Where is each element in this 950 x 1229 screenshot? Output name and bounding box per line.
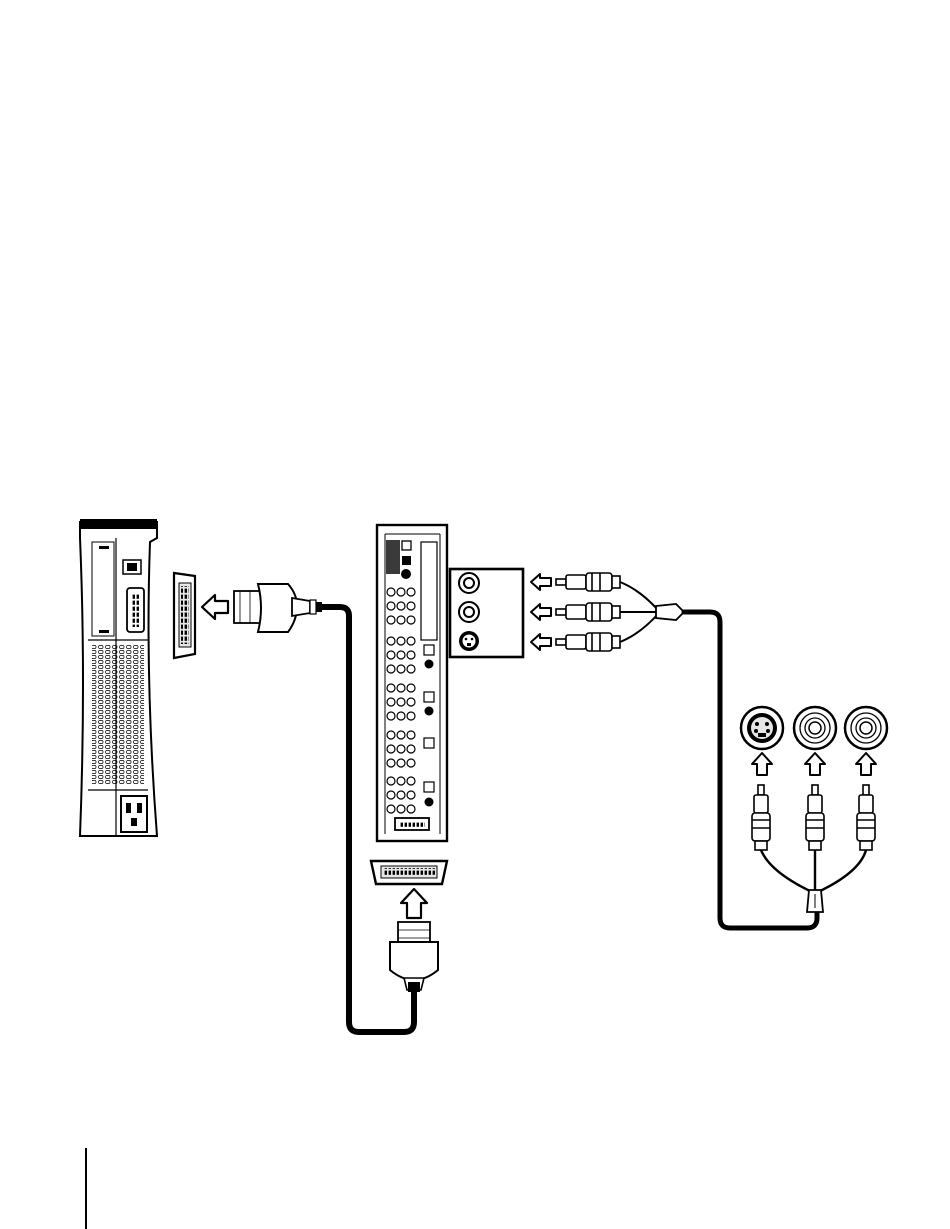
rca-plug-icon (752, 785, 770, 850)
vent-grille (92, 644, 144, 784)
rca-plug-icon (857, 785, 875, 850)
rca-jack-icon (794, 707, 836, 749)
s-video-jack-icon (741, 707, 783, 749)
game-console-rear-panel (80, 519, 157, 836)
arrow-up-icon (805, 753, 825, 775)
rca-plug-icon (556, 633, 620, 651)
cable-splitter (807, 890, 823, 912)
page-margin-rule (85, 1148, 87, 1229)
cable-fan-upper (620, 582, 658, 642)
arrow-left-icon (531, 574, 551, 590)
cable-receiver-to-tv (684, 612, 817, 928)
console-top-strip (80, 519, 157, 529)
receiver-jack-grid (387, 588, 415, 813)
receiver-label-plate (386, 540, 400, 574)
console-av-port (174, 573, 195, 658)
receiver-av-connector (371, 861, 447, 884)
cable-splitter (656, 604, 684, 620)
arrow-up-icon (401, 889, 427, 918)
arrow-left-icon (531, 604, 551, 620)
console-av-plug (390, 922, 438, 992)
arrow-left-icon (531, 634, 551, 650)
av-receiver-rear-panel (377, 525, 447, 841)
cable-fan-lower (761, 850, 866, 892)
rca-plug-set (752, 785, 875, 850)
tv-inputs (741, 707, 887, 749)
arrow-up-icon (856, 753, 876, 775)
rca-plug-icon (556, 573, 620, 591)
rca-plug-set (556, 573, 620, 651)
rca-jack-icon (845, 707, 887, 749)
rca-plug-icon (556, 603, 620, 621)
arrow-left-icon (202, 595, 228, 619)
power-socket-icon (121, 796, 147, 832)
receiver-video-input-panel (450, 569, 523, 657)
rca-plug-icon (806, 785, 824, 850)
arrow-up-icon (752, 753, 772, 775)
console-av-plug (234, 584, 322, 632)
